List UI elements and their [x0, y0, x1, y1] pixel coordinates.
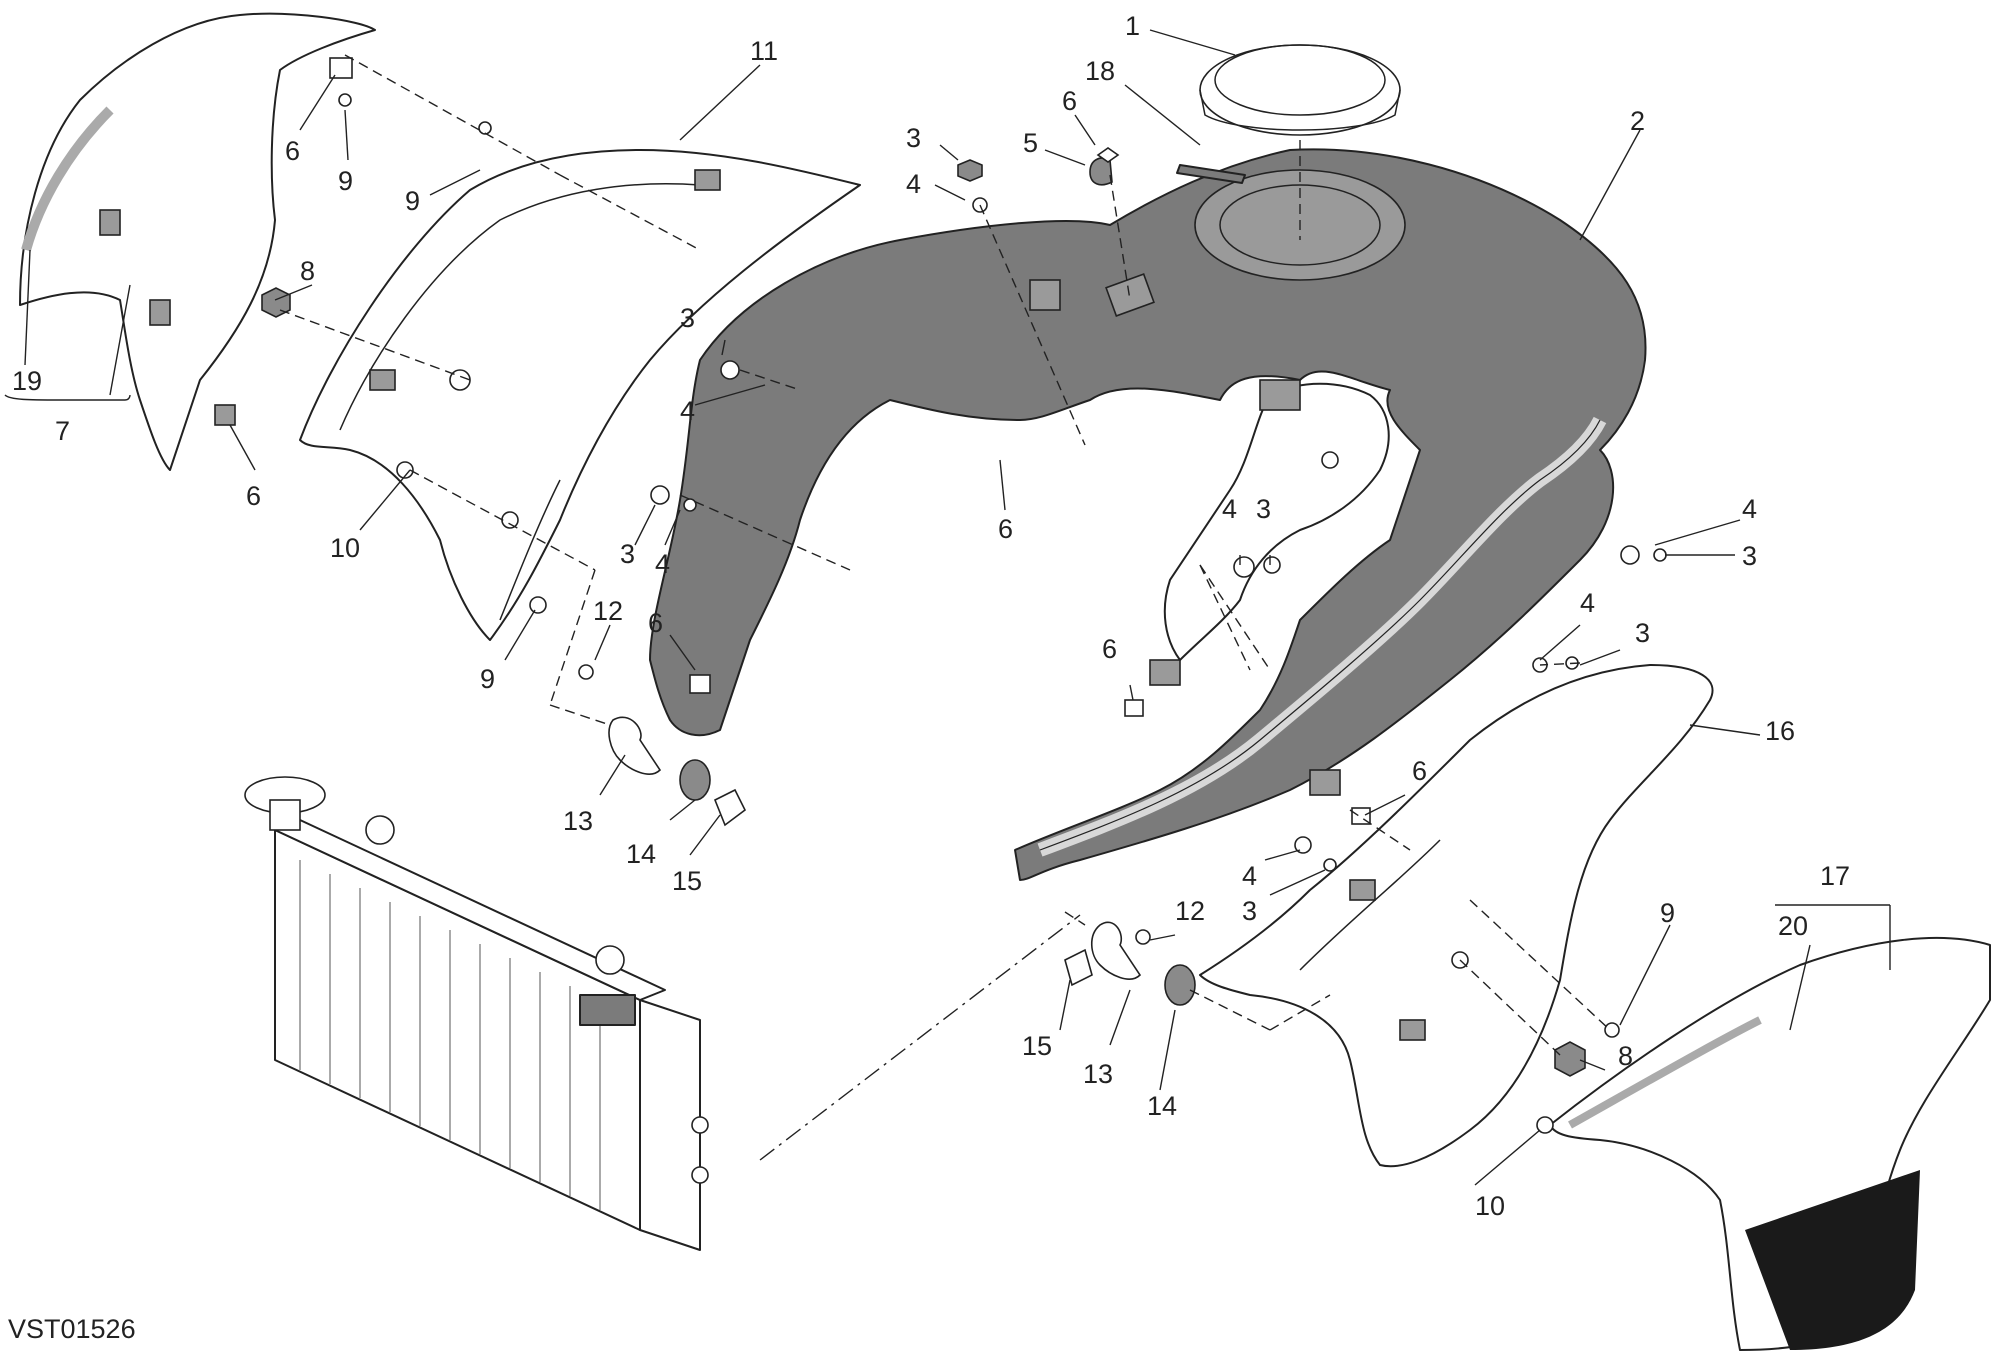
radiator-fins	[299, 860, 601, 1210]
label-13: 13	[1083, 1059, 1113, 1089]
right-side-cover	[1199, 664, 1714, 1168]
label-3: 3	[1635, 618, 1650, 648]
label-10: 10	[330, 533, 360, 563]
label-14: 14	[626, 839, 656, 869]
label-8: 8	[300, 256, 315, 286]
label-4: 4	[1242, 861, 1257, 891]
label-3: 3	[620, 539, 635, 569]
label-2: 2	[1630, 106, 1645, 136]
label-8: 8	[1618, 1041, 1633, 1071]
label-20: 20	[1778, 911, 1808, 941]
label-4: 4	[1222, 494, 1237, 524]
label-6: 6	[285, 136, 300, 166]
label-12: 12	[593, 596, 623, 626]
label-13: 13	[563, 806, 593, 836]
filler-ring	[1199, 44, 1401, 136]
part-labels: 1 2 18 6 5 3 4 11 9 6 9 8 19 7 6 10 3 4 …	[12, 11, 1850, 1221]
label-5: 5	[1023, 128, 1038, 158]
label-3: 3	[906, 123, 921, 153]
front-fairing	[299, 149, 861, 641]
label-12: 12	[1175, 896, 1205, 926]
label-3: 3	[1742, 541, 1757, 571]
label-9: 9	[480, 664, 495, 694]
label-15: 15	[1022, 1031, 1052, 1061]
radiator	[244, 776, 709, 1251]
label-14: 14	[1147, 1091, 1177, 1121]
label-6: 6	[648, 608, 663, 638]
hardware-group	[261, 57, 1667, 1134]
assembly-lines	[279, 54, 1611, 1161]
label-9: 9	[1660, 898, 1675, 928]
label-7: 7	[55, 416, 70, 446]
label-3: 3	[1256, 494, 1271, 524]
seal-strip	[1176, 164, 1246, 184]
right-side-panel	[1549, 936, 1991, 1351]
label-4: 4	[655, 549, 670, 579]
label-9: 9	[338, 166, 353, 196]
label-3: 3	[680, 303, 695, 333]
label-6: 6	[246, 481, 261, 511]
label-10: 10	[1475, 1191, 1505, 1221]
label-6: 6	[1102, 634, 1117, 664]
label-4: 4	[906, 169, 921, 199]
label-19: 19	[12, 366, 42, 396]
label-1: 1	[1125, 11, 1140, 41]
label-4: 4	[1580, 588, 1595, 618]
diagram-code: VST01526	[8, 1314, 136, 1344]
label-4: 4	[1742, 494, 1757, 524]
label-6: 6	[998, 514, 1013, 544]
label-18: 18	[1085, 56, 1115, 86]
label-4: 4	[680, 396, 695, 426]
label-16: 16	[1765, 716, 1795, 746]
label-6: 6	[1062, 86, 1077, 116]
label-15: 15	[672, 866, 702, 896]
label-17: 17	[1820, 861, 1850, 891]
label-9: 9	[405, 186, 420, 216]
label-6: 6	[1412, 756, 1427, 786]
left-side-panel	[19, 12, 376, 471]
label-3: 3	[1242, 896, 1257, 926]
label-11: 11	[750, 36, 778, 66]
leader-lines	[4, 29, 1891, 1186]
